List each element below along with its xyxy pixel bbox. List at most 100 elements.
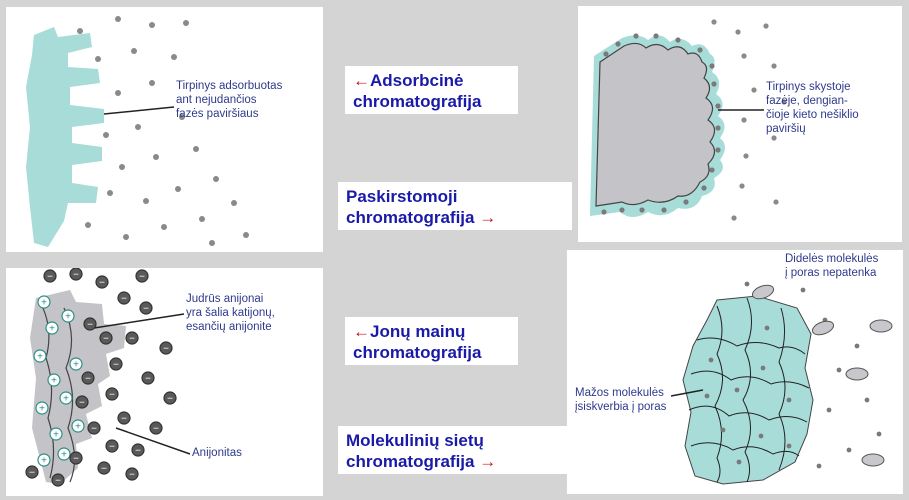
svg-text:+: +: [65, 312, 71, 323]
svg-text:+: +: [41, 456, 47, 467]
adsorption-illustration: [6, 7, 323, 252]
note-line: ant nejudančios: [176, 93, 282, 107]
anion-marker: −: [132, 444, 144, 457]
note-line: įsiskverbia į poras: [575, 400, 666, 414]
svg-text:−: −: [101, 464, 107, 475]
svg-text:−: −: [79, 398, 85, 409]
svg-text:−: −: [103, 334, 109, 345]
anion-marker: −: [100, 332, 112, 345]
anion-marker: −: [118, 412, 130, 425]
svg-text:+: +: [39, 404, 45, 415]
svg-text:−: −: [129, 334, 135, 345]
anion-marker: −: [84, 318, 96, 331]
ion-exchange-panel: ++++++++++++−−−−−−−−−−−−−−−−−−−−−−−−−− J…: [6, 268, 323, 496]
note-line: fazės paviršiaus: [176, 107, 282, 121]
molecular-sieve-label: Molekulinių sietų chromatografija →: [338, 426, 572, 474]
note-line: Didelės molekulės: [785, 252, 878, 266]
note-line: yra šalia katijonų,: [186, 306, 275, 320]
svg-text:−: −: [113, 360, 119, 371]
svg-text:−: −: [121, 294, 127, 305]
svg-text:+: +: [41, 298, 47, 309]
anion-marker: −: [140, 302, 152, 315]
anion-marker: −: [76, 396, 88, 409]
cation-marker: +: [46, 322, 58, 335]
svg-text:−: −: [109, 390, 115, 401]
svg-text:−: −: [143, 304, 149, 315]
anion-marker: −: [136, 270, 148, 283]
molecular-sieve-panel: Didelės molekulės į poras nepatenka Mažo…: [567, 250, 903, 494]
cation-marker: +: [38, 454, 50, 467]
anion-marker: −: [44, 270, 56, 283]
anion-marker: −: [52, 474, 64, 487]
solid-support: [596, 43, 715, 206]
svg-text:−: −: [87, 320, 93, 331]
note-line: esančių anijonite: [186, 320, 275, 334]
adsorption-note: Tirpinys adsorbuotas ant nejudančios faz…: [176, 79, 282, 121]
svg-text:−: −: [145, 374, 151, 385]
right-arrow-icon: →: [479, 452, 496, 471]
cation-marker: +: [34, 350, 46, 363]
small-molecules-note: Mažos molekulės įsiskverbia į poras: [575, 386, 666, 414]
svg-text:−: −: [167, 394, 173, 405]
svg-text:−: −: [85, 374, 91, 385]
label-line: chromatografija: [346, 452, 474, 471]
note-line: čioje kieto nešiklio: [766, 108, 859, 122]
svg-text:−: −: [99, 278, 105, 289]
label-line: chromatografija: [346, 208, 474, 227]
svg-text:−: −: [55, 476, 61, 487]
svg-text:+: +: [51, 376, 57, 387]
anion-marker: −: [126, 468, 138, 481]
note-line: paviršių: [766, 122, 859, 136]
svg-text:+: +: [75, 422, 81, 433]
svg-text:−: −: [29, 468, 35, 479]
partition-note: Tirpinys skystoje fazėje, dengian- čioje…: [766, 80, 859, 136]
svg-text:−: −: [73, 270, 79, 281]
anion-exchanger-note: Anijonitas: [192, 446, 242, 460]
label-line: chromatografija: [353, 91, 510, 112]
anion-marker: −: [110, 358, 122, 371]
anion-marker: −: [160, 342, 172, 355]
left-arrow-icon: ←: [353, 71, 370, 90]
label-line: Jonų mainų: [370, 322, 465, 341]
partition-panel: Tirpinys skystoje fazėje, dengian- čioje…: [578, 6, 902, 242]
anion-marker: −: [150, 422, 162, 435]
svg-text:−: −: [121, 414, 127, 425]
note-line: Mažos molekulės: [575, 386, 666, 400]
svg-text:+: +: [61, 450, 67, 461]
ion-exchange-label: ←Jonų mainų chromatografija: [345, 317, 518, 365]
svg-text:−: −: [91, 424, 97, 435]
svg-text:−: −: [109, 442, 115, 453]
adsorption-panel: Tirpinys adsorbuotas ant nejudančios faz…: [6, 7, 323, 252]
stationary-phase-surface: [26, 27, 104, 247]
anion-marker: −: [106, 388, 118, 401]
anion-marker: −: [96, 276, 108, 289]
molecular-sieve-illustration: [567, 250, 903, 494]
cation-marker: +: [50, 428, 62, 441]
svg-text:−: −: [163, 344, 169, 355]
note-line: Tirpinys adsorbuotas: [176, 79, 282, 93]
pointer-line: [104, 107, 174, 114]
anion-marker: −: [88, 422, 100, 435]
svg-text:+: +: [49, 324, 55, 335]
cation-marker: +: [36, 402, 48, 415]
anion-marker: −: [26, 466, 38, 479]
note-line: fazėje, dengian-: [766, 94, 859, 108]
note-line: Tirpinys skystoje: [766, 80, 859, 94]
svg-text:−: −: [47, 272, 53, 283]
anion-marker: −: [70, 268, 82, 281]
adsorption-label: ←Adsorbcinė chromatografija: [345, 66, 518, 114]
cation-marker: +: [38, 296, 50, 309]
svg-text:+: +: [73, 360, 79, 371]
anion-marker: −: [118, 292, 130, 305]
label-line: Molekulinių sietų: [346, 430, 564, 451]
cation-marker: +: [62, 310, 74, 323]
cation-marker: +: [58, 448, 70, 461]
svg-text:−: −: [139, 272, 145, 283]
right-arrow-icon: →: [479, 208, 496, 227]
ion-markers: ++++++++++++−−−−−−−−−−−−−−−−−−−−−−−−−−: [6, 268, 323, 496]
cation-marker: +: [60, 392, 72, 405]
svg-text:−: −: [135, 446, 141, 457]
anion-marker: −: [142, 372, 154, 385]
ion-markers-svg: ++++++++++++−−−−−−−−−−−−−−−−−−−−−−−−−−: [6, 268, 323, 496]
label-line: chromatografija: [353, 342, 510, 363]
